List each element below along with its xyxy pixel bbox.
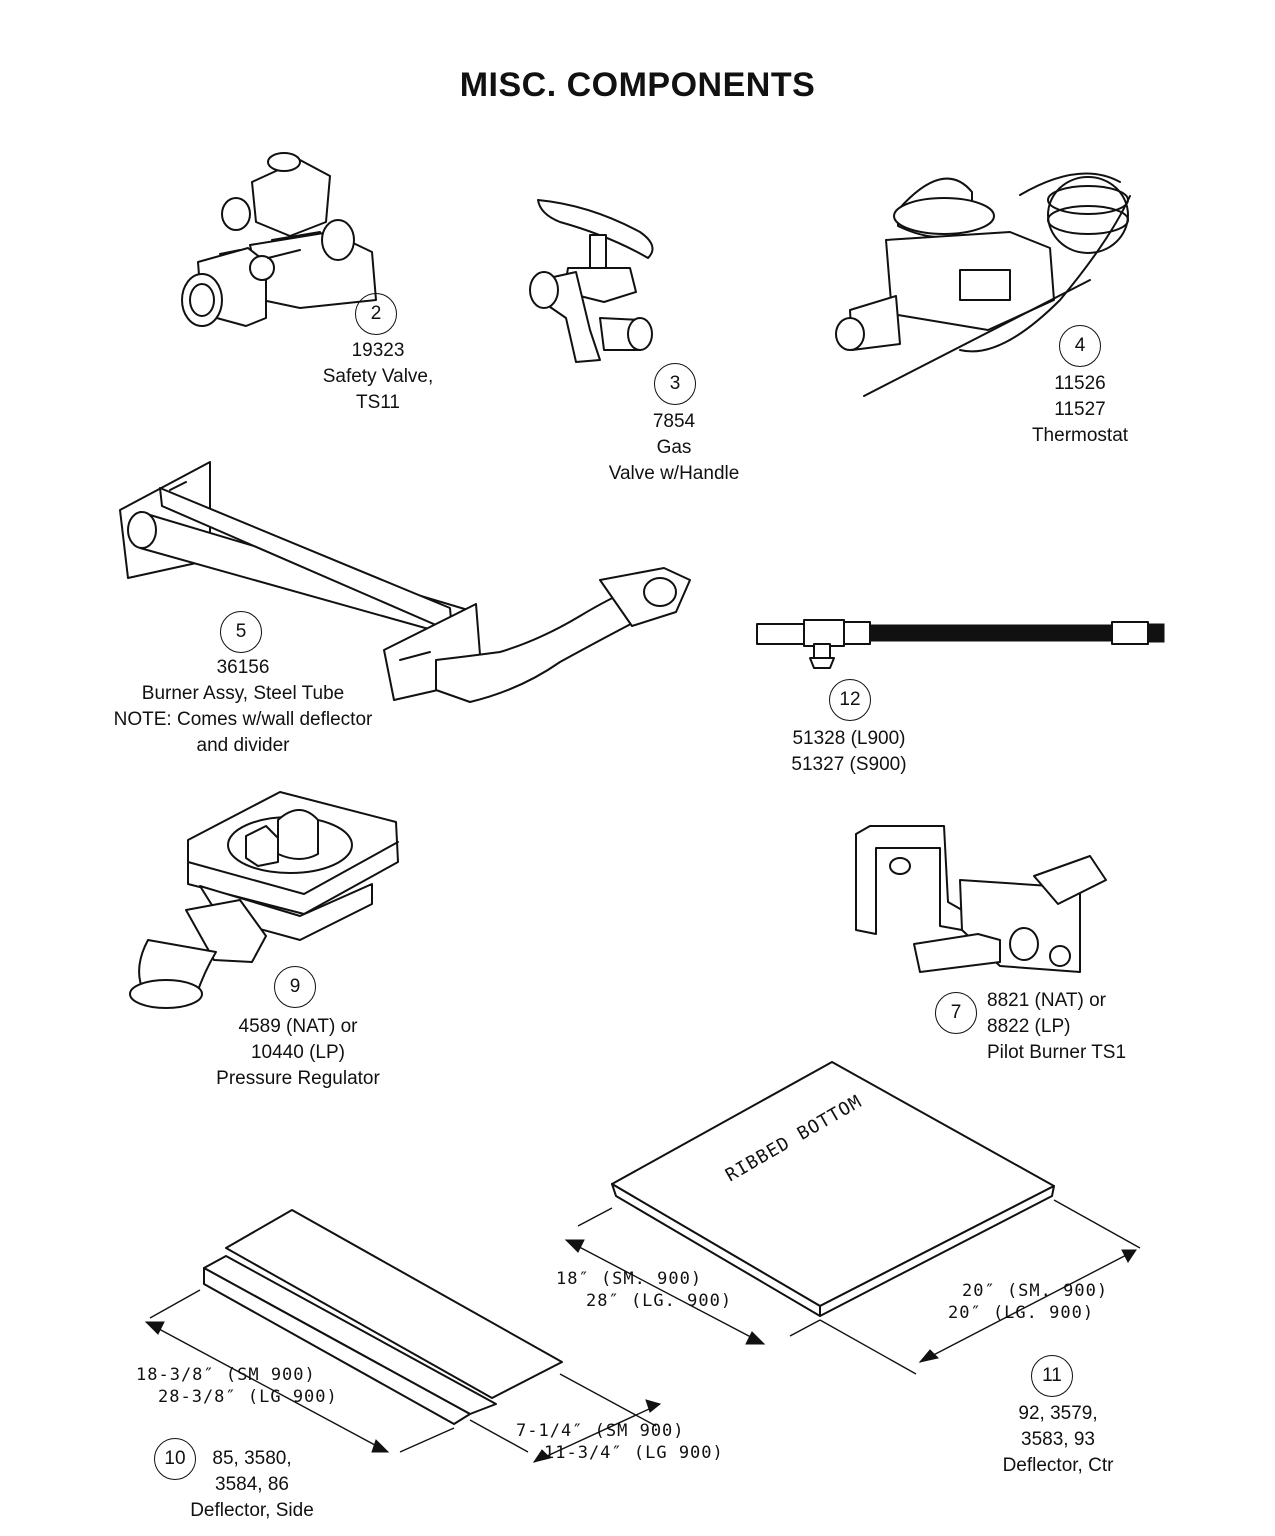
gas-valve-illustration (529, 199, 654, 363)
part-2-desc: TS11 (355, 392, 400, 413)
part-4-label: 11526 11527 Thermostat (1010, 371, 1150, 449)
part-3-callout: 3 (654, 363, 696, 405)
part-12-number: 51327 (S900) (791, 754, 907, 775)
part-3-desc: Gas (656, 437, 692, 458)
part-10-number: 3584, 86 (215, 1474, 289, 1495)
part-5-number: 36156 (216, 657, 270, 678)
ctr-depth-dimension: 18″ (SM. 900) 28″ (LG. 900) (556, 1268, 732, 1312)
ctr-depth-lg: 28″ (LG. 900) (586, 1291, 733, 1311)
part-5-note: and divider (196, 735, 290, 756)
side-width-dimension: 7-1/4″ (SM 900) 11-3/4″ (LG 900) (516, 1420, 724, 1464)
part-2-desc: Safety Valve, (322, 366, 434, 387)
pressure-regulator-illustration (129, 791, 399, 1009)
part-2-number: 19323 (351, 340, 405, 361)
part-9-desc: Pressure Regulator (216, 1068, 380, 1089)
part-11-desc: Deflector, Ctr (1002, 1455, 1114, 1476)
part-9-label: 4589 (NAT) or 10440 (LP) Pressure Regula… (198, 1014, 398, 1092)
part-9-number: 4589 (NAT) or (238, 1016, 358, 1037)
thermostat-illustration (835, 172, 1131, 397)
part-5-label: 36156 Burner Assy, Steel Tube NOTE: Come… (86, 655, 400, 759)
part-12-callout: 12 (829, 679, 871, 721)
burner-assembly-illustration (119, 461, 691, 703)
center-deflector-illustration (564, 1061, 1141, 1375)
part-10-label: 85, 3580, 3584, 86 Deflector, Side (176, 1446, 328, 1524)
part-7-callout: 7 (935, 992, 977, 1034)
part-11-callout: 11 (1031, 1355, 1073, 1397)
ctr-width-lg: 20″ (LG. 900) (948, 1303, 1095, 1323)
part-3-desc: Valve w/Handle (608, 463, 740, 484)
part-10-desc: Deflector, Side (190, 1500, 314, 1521)
part-10-callout: 10 (154, 1438, 196, 1480)
part-5-callout: 5 (220, 611, 262, 653)
part-9-number: 10440 (LP) (250, 1042, 345, 1063)
side-length-dimension: 18-3/8″ (SM 900) 28-3/8″ (LG 900) (136, 1364, 338, 1408)
part-3-label: 7854 Gas Valve w/Handle (594, 409, 754, 487)
part-5-desc: Burner Assy, Steel Tube (141, 683, 345, 704)
pilot-tubing-illustration (756, 619, 1165, 669)
part-7-desc: Pilot Burner TS1 (987, 1042, 1127, 1063)
ctr-width-dimension: 20″ (SM. 900) 20″ (LG. 900) (948, 1280, 1108, 1324)
part-11-number: 3583, 93 (1021, 1429, 1095, 1450)
part-7-number: 8822 (LP) (987, 1016, 1071, 1037)
part-4-number: 11526 (1054, 373, 1106, 394)
safety-valve-illustration (181, 152, 377, 327)
part-7-label: 8821 (NAT) or 8822 (LP) Pilot Burner TS1 (987, 988, 1157, 1066)
part-7-number: 8821 (NAT) or (987, 990, 1106, 1011)
part-5-note: NOTE: Comes w/wall deflector (113, 709, 373, 730)
part-11-number: 92, 3579, (1018, 1403, 1098, 1424)
part-11-label: 92, 3579, 3583, 93 Deflector, Ctr (984, 1401, 1132, 1479)
part-2-callout: 2 (355, 293, 397, 335)
page-title: MISC. COMPONENTS (459, 66, 816, 104)
part-4-number: 11527 (1054, 399, 1106, 420)
side-deflector-illustration (144, 1209, 662, 1463)
part-12-label: 51328 (L900) 51327 (S900) (774, 726, 924, 778)
part-2-label: 19323 Safety Valve, TS11 (300, 338, 456, 416)
part-9-callout: 9 (274, 966, 316, 1008)
side-width-sm: 7-1/4″ (SM 900) (516, 1421, 685, 1441)
ctr-depth-sm: 18″ (SM. 900) (556, 1269, 703, 1289)
part-4-desc: Thermostat (1031, 425, 1129, 446)
side-width-lg: 11-3/4″ (LG 900) (544, 1443, 724, 1463)
part-10-number: 85, 3580, (212, 1448, 292, 1469)
side-length-sm: 18-3/8″ (SM 900) (136, 1365, 316, 1385)
part-12-number: 51328 (L900) (792, 728, 906, 749)
part-3-number: 7854 (652, 411, 696, 432)
part-4-callout: 4 (1059, 325, 1101, 367)
ctr-width-sm: 20″ (SM. 900) (962, 1281, 1109, 1301)
pilot-burner-illustration (855, 825, 1107, 973)
side-length-lg: 28-3/8″ (LG 900) (158, 1387, 338, 1407)
